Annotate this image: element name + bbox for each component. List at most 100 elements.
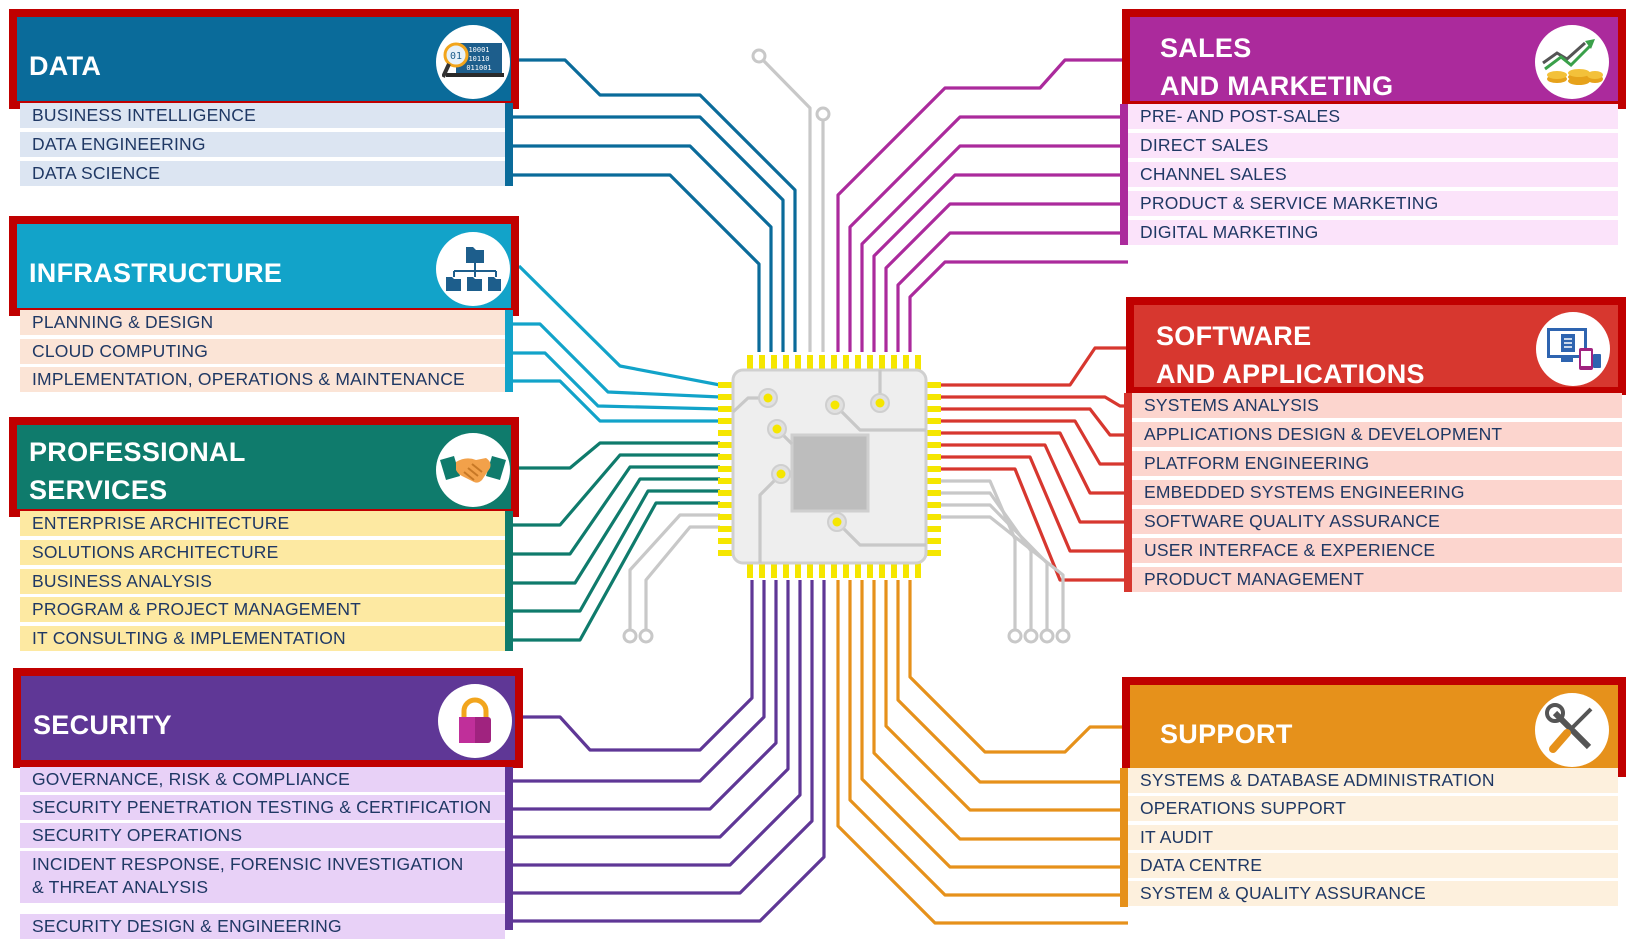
support-trace — [908, 580, 1122, 754]
sales-connector-bar — [1120, 104, 1128, 245]
chip-pin — [783, 355, 789, 370]
padlock-icon — [438, 684, 512, 758]
security-trace — [513, 580, 802, 867]
data-trace — [513, 144, 773, 352]
professional-item: ENTERPRISE ARCHITECTURE — [20, 511, 505, 536]
chip-pin — [718, 382, 733, 388]
data-trace — [519, 58, 797, 352]
security-trace — [513, 580, 790, 839]
trace-end-node — [751, 48, 767, 64]
support-title: SUPPORT — [1160, 719, 1293, 749]
chip-pin — [783, 563, 789, 578]
support-trace — [848, 580, 1128, 897]
chip-pin — [891, 563, 897, 578]
support-item: SYSTEMS & DATABASE ADMINISTRATION — [1128, 768, 1618, 793]
chip-pin — [718, 406, 733, 412]
chip-pin — [807, 563, 813, 578]
chip-pin — [926, 466, 941, 472]
security-item: SECURITY OPERATIONS — [20, 823, 505, 848]
support-trace — [884, 580, 1128, 812]
sales-item: CHANNEL SALES — [1128, 162, 1618, 187]
chip-pin — [926, 490, 941, 496]
professional-trace — [513, 489, 720, 613]
professional-item: BUSINESS ANALYSIS — [20, 569, 505, 594]
chip-pin — [915, 563, 921, 578]
software-trace — [940, 419, 1132, 466]
security-item: SECURITY DESIGN & ENGINEERING — [20, 914, 505, 939]
grey-trace — [757, 54, 812, 352]
software-item: USER INTERFACE & EXPERIENCE — [1132, 538, 1622, 563]
software-connector-bar — [1124, 393, 1132, 592]
chip-pin — [867, 563, 873, 578]
devices-document-icon — [1536, 312, 1610, 386]
security-header: SECURITY — [13, 668, 523, 768]
chip-pin — [926, 442, 941, 448]
software-applications-title: SOFTWARE AND APPLICATIONS — [1156, 321, 1425, 389]
svg-text:011001: 011001 — [466, 64, 491, 72]
trace-end-node — [622, 628, 638, 644]
chip-pin — [759, 563, 765, 578]
chip-pin — [831, 355, 837, 370]
chip-pin — [718, 466, 733, 472]
chip-pin — [843, 563, 849, 578]
professional-connector-bar — [505, 511, 513, 651]
support-header: SUPPORT — [1122, 677, 1626, 777]
infrastructure-trace — [517, 264, 721, 387]
data-connector-bar — [505, 103, 513, 186]
svg-text:10110: 10110 — [468, 55, 489, 63]
sales-marketing-title: SALES AND MARKETING — [1160, 33, 1394, 101]
data-trace — [513, 173, 761, 352]
sales-trace — [872, 173, 1128, 352]
software-item: APPLICATIONS DESIGN & DEVELOPMENT — [1132, 422, 1622, 447]
support-item: OPERATIONS SUPPORT — [1128, 796, 1618, 821]
chip-pin — [718, 490, 733, 496]
software-applications-header: SOFTWARE AND APPLICATIONS — [1126, 297, 1626, 395]
support-item: DATA CENTRE — [1128, 853, 1618, 878]
chip-pin — [926, 406, 941, 412]
support-connector-bar — [1120, 768, 1128, 907]
trace-end-node — [1007, 628, 1023, 644]
chip-pin — [718, 502, 733, 508]
infrastructure-trace — [513, 322, 721, 399]
trace-end-node — [815, 106, 831, 122]
software-trace — [940, 346, 1126, 387]
chip-pin — [819, 355, 825, 370]
chip-pin — [831, 563, 837, 578]
chip-pad-dot — [776, 469, 786, 479]
data-item: DATA SCIENCE — [20, 161, 505, 186]
security-trace — [523, 580, 754, 752]
chip-pin — [759, 355, 765, 370]
trace-end-node — [1023, 628, 1039, 644]
infrastructure-connector-bar — [505, 310, 513, 392]
infrastructure-trace — [513, 379, 720, 423]
chip-pin — [926, 430, 941, 436]
chip-pin — [855, 563, 861, 578]
grey-trace — [628, 513, 720, 632]
chip-pin — [879, 563, 885, 578]
software-trace — [940, 407, 1132, 437]
professional-item: PROGRAM & PROJECT MANAGEMENT — [20, 597, 505, 622]
chip-pin — [926, 454, 941, 460]
security-item: GOVERNANCE, RISK & COMPLIANCE — [20, 767, 505, 792]
sales-item: PRODUCT & SERVICE MARKETING — [1128, 191, 1618, 216]
trace-end-node — [1039, 628, 1055, 644]
chip-pin — [747, 355, 753, 370]
security-connector-bar — [505, 767, 513, 930]
chip-pin — [718, 514, 733, 520]
chip-pin — [771, 355, 777, 370]
infrastructure-item: CLOUD COMPUTING — [20, 339, 505, 364]
sales-trace — [836, 58, 1122, 352]
handshake-icon — [436, 433, 510, 507]
chip-pad-dot — [832, 517, 842, 527]
chip-pin — [843, 355, 849, 370]
chip-pin — [926, 550, 941, 556]
software-trace — [940, 443, 1132, 524]
chip-pin — [819, 563, 825, 578]
software-trace — [940, 431, 1132, 495]
chip-pad-dot — [772, 424, 782, 434]
software-item: PRODUCT MANAGEMENT — [1132, 567, 1622, 592]
infrastructure-header: INFRASTRUCTURE — [9, 216, 519, 316]
data-trace — [513, 115, 785, 352]
sales-marketing-header: SALES AND MARKETING — [1122, 9, 1626, 109]
